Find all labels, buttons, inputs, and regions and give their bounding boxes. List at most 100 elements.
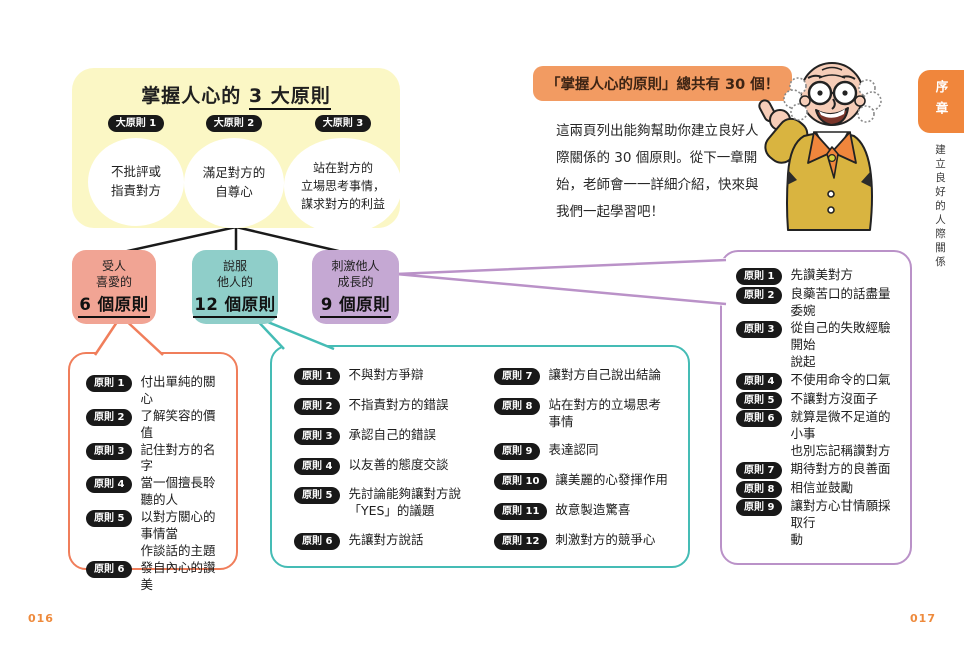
- overview-title-prefix: 掌握人心的: [141, 85, 242, 107]
- principle-badge: 原則 11: [494, 503, 548, 521]
- principle-item: 原則 3 從自己的失敗經驗開始 說起: [736, 320, 902, 371]
- principle-text: 從自己的失敗經驗開始 說起: [790, 320, 891, 370]
- principle-text: 讓美麗的心發揮作用: [555, 472, 668, 488]
- chapter-subtitle: 建立良好的人際關係: [934, 144, 946, 270]
- big-principle-text: 站在對方的 立場思考事情， 謀求對方的利益: [284, 138, 402, 234]
- category-growth: 刺激他人 成長的 9 個原則: [312, 250, 399, 324]
- category-label: 說服 他人的: [216, 258, 253, 289]
- principle-text: 當一個擅長聆聽的人: [140, 475, 216, 508]
- principle-item: 原則 9 表達認同: [494, 442, 672, 461]
- big-principle-1: 大原則 1 不批評或 指責對方: [88, 115, 184, 234]
- principle-item: 原則 3 記住對方的名字: [86, 442, 224, 476]
- principle-text: 表達認同: [548, 442, 599, 458]
- principle-text: 以友善的態度交談: [348, 456, 449, 472]
- principle-item: 原則 11 故意製造驚喜: [494, 502, 672, 521]
- principle-badge: 原則 9: [494, 443, 541, 461]
- principle-item: 原則 4 不使用命令的口氣: [736, 372, 902, 390]
- principle-badge: 原則 2: [86, 408, 133, 426]
- principle-badge: 原則 4: [86, 476, 133, 494]
- principle-text: 不讓對方沒面子: [790, 390, 878, 406]
- teacher-mascot-illustration: [758, 62, 882, 231]
- principle-text: 付出單純的關心: [140, 374, 216, 406]
- principle-badge: 原則 6: [736, 410, 783, 428]
- principle-text: 記住對方的名字: [140, 441, 216, 474]
- principle-badge: 原則 2: [294, 397, 341, 415]
- principle-badge: 原則 3: [86, 442, 133, 460]
- page-number-left: 016: [28, 612, 54, 625]
- principle-text: 期待對方的良善面: [790, 460, 891, 476]
- principle-badge: 原則 9: [736, 499, 783, 517]
- big-principle-badge: 大原則 3: [314, 115, 372, 132]
- principle-item: 原則 1 不與對方爭辯: [294, 367, 472, 385]
- category-count: 6 個原則: [78, 291, 150, 319]
- principle-item: 原則 6 就算是微不足道的小事 也別忘記稱讚對方: [736, 409, 902, 460]
- principle-badge: 原則 3: [294, 427, 341, 445]
- principle-text: 先討論能夠讓對方說 「YES」的議題: [348, 486, 461, 519]
- principle-item: 原則 7 期待對方的良善面: [736, 461, 902, 479]
- principle-text: 了解笑容的價值: [140, 407, 216, 440]
- big-principle-3: 大原則 3 站在對方的 立場思考事情， 謀求對方的利益: [284, 115, 402, 234]
- principle-item: 原則 5 不讓對方沒面子: [736, 391, 902, 409]
- principle-badge: 原則 7: [494, 368, 541, 385]
- principle-item: 原則 3 承認自己的錯誤: [294, 427, 472, 445]
- principle-text: 站在對方的立場思考 事情: [548, 396, 661, 429]
- principle-text: 良藥苦口的話盡量委婉: [790, 285, 891, 318]
- big-principle-badge: 大原則 1: [107, 115, 165, 132]
- principle-item: 原則 8 相信並鼓勵: [736, 480, 902, 498]
- liked-principles-box: 原則 1 付出單純的關心 原則 2 了解笑容的價值 原則 3 記住對方的名字 原…: [68, 352, 238, 592]
- principle-text: 故意製造驚喜: [555, 502, 631, 518]
- principle-text: 承認自己的錯誤: [348, 426, 436, 442]
- principle-text: 發自內心的讚美: [140, 559, 216, 592]
- principle-badge: 原則 6: [86, 560, 133, 578]
- principle-badge: 原則 4: [736, 372, 783, 390]
- chapter-tab-label: 序章: [933, 80, 949, 123]
- principle-badge: 原則 10: [494, 473, 548, 491]
- principle-item: 原則 10 讓美麗的心發揮作用: [494, 472, 672, 491]
- principle-badge: 原則 1: [736, 268, 783, 285]
- principle-item: 原則 2 良藥苦口的話盡量委婉: [736, 286, 902, 320]
- principle-item: 原則 8 站在對方的立場思考 事情: [494, 397, 672, 431]
- category-persuade: 說服 他人的 12 個原則: [192, 250, 278, 324]
- principle-item: 原則 5 先討論能夠讓對方說 「YES」的議題: [294, 486, 472, 520]
- category-count: 12 個原則: [193, 291, 277, 319]
- principle-text: 讓對方心甘情願採取行 動: [790, 498, 891, 548]
- principle-item: 原則 1 先讚美對方: [736, 267, 902, 285]
- principle-item: 原則 5 以對方關心的事情當 作談話的主題: [86, 509, 224, 560]
- category-label: 受人 喜愛的: [95, 258, 132, 289]
- principle-item: 原則 1 付出單純的關心: [86, 374, 224, 408]
- principle-badge: 原則 5: [294, 487, 341, 505]
- principle-badge: 原則 3: [736, 321, 783, 339]
- persuade-principles-box: 原則 1 不與對方爭辯 原則 2 不指責對方的錯誤 原則 3 承認自己的錯誤 原…: [270, 345, 690, 568]
- principle-badge: 原則 8: [736, 480, 783, 498]
- big-principle-text: 滿足對方的 自尊心: [184, 138, 284, 228]
- callout-bubble: 「掌握人心的原則」總共有 30 個！: [533, 66, 803, 101]
- principle-badge: 原則 5: [86, 510, 133, 527]
- category-count: 9 個原則: [319, 291, 392, 319]
- principle-item: 原則 12 刺激對方的競爭心: [494, 532, 672, 550]
- overview-title: 掌握人心的 3 大原則: [72, 68, 400, 110]
- big-principle-badge: 大原則 2: [205, 115, 263, 132]
- principle-item: 原則 6 先讓對方說話: [294, 532, 472, 550]
- principle-text: 不與對方爭辯: [348, 367, 424, 382]
- principle-badge: 原則 1: [294, 368, 341, 385]
- principle-text: 不指責對方的錯誤: [348, 396, 449, 412]
- chapter-tab: 序章: [918, 70, 964, 133]
- principle-badge: 原則 12: [494, 532, 548, 550]
- overview-panel: 掌握人心的 3 大原則 大原則 1 不批評或 指責對方 大原則 2 滿足對方的 …: [72, 68, 402, 234]
- principle-item: 原則 7 讓對方自己說出結論: [494, 367, 672, 385]
- principle-badge: 原則 2: [736, 286, 783, 304]
- principle-item: 原則 6 發自內心的讚美: [86, 560, 224, 594]
- principle-badge: 原則 5: [736, 391, 783, 409]
- principle-text: 先讚美對方: [790, 267, 853, 282]
- callout-paragraph: 這兩頁列出能夠幫助你建立良好人 際關係的 30 個原則。從下一章開 始，老師會一…: [556, 123, 759, 220]
- category-liked: 受人 喜愛的 6 個原則: [72, 250, 156, 324]
- big-principle-2: 大原則 2 滿足對方的 自尊心: [184, 115, 284, 234]
- page-number-right: 017: [910, 612, 936, 625]
- principle-item: 原則 4 以友善的態度交談: [294, 457, 472, 475]
- category-label: 刺激他人 成長的: [331, 258, 380, 289]
- callout-bubble-text: 「掌握人心的原則」總共有 30 個！: [546, 77, 780, 93]
- principle-text: 不使用命令的口氣: [790, 371, 891, 387]
- principle-text: 相信並鼓勵: [790, 479, 853, 495]
- principle-item: 原則 4 當一個擅長聆聽的人: [86, 475, 224, 509]
